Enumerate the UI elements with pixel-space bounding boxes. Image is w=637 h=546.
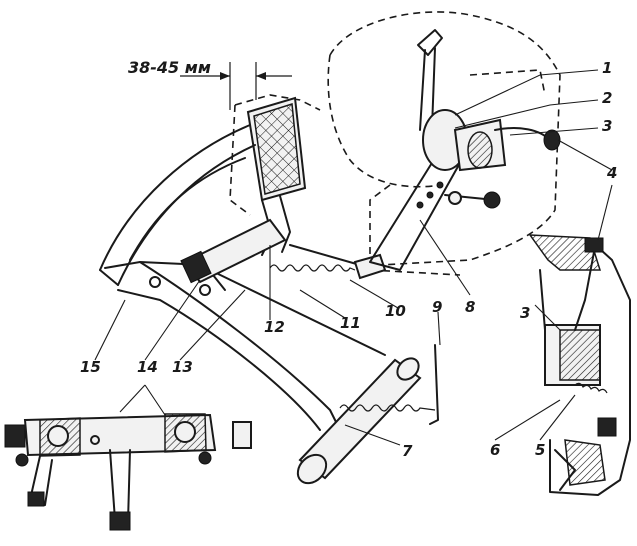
leader-lines [94, 69, 613, 446]
master-cylinder [422, 109, 561, 172]
label-10: 10 [385, 302, 406, 320]
part-labels: 1 2 3 4 8 10 11 9 12 13 14 15 7 3 6 5 [80, 59, 617, 460]
label-3-section: 3 [520, 304, 530, 322]
shaft-assembly-detail [4, 413, 252, 531]
brake-section-view [528, 234, 631, 496]
label-14: 14 [137, 358, 158, 376]
curved-lever [99, 124, 256, 286]
dimension-label: 38-45 мм [128, 58, 211, 77]
label-8: 8 [465, 298, 475, 316]
label-3: 3 [602, 117, 612, 135]
dimension-mark: 38-45 мм [128, 58, 292, 110]
housing-dashed-outline [229, 11, 561, 276]
pivot-shaft [149, 218, 287, 296]
spring-10 [269, 264, 356, 272]
lower-frame [104, 261, 346, 441]
pedal-pad [246, 96, 307, 202]
rod-11 [209, 269, 386, 356]
label-12: 12 [264, 318, 285, 336]
adjuster [444, 191, 501, 209]
cross-tube [296, 357, 422, 485]
label-6: 6 [490, 441, 500, 459]
label-9: 9 [432, 298, 442, 316]
label-5: 5 [535, 441, 545, 459]
spring-9 [339, 344, 439, 425]
label-7: 7 [402, 442, 413, 460]
label-15: 15 [80, 358, 101, 376]
label-1: 1 [602, 59, 612, 77]
label-13: 13 [172, 358, 193, 376]
push-rod [289, 244, 387, 280]
label-11: 11 [340, 314, 361, 332]
label-2: 2 [602, 89, 612, 107]
label-4: 4 [606, 164, 617, 182]
